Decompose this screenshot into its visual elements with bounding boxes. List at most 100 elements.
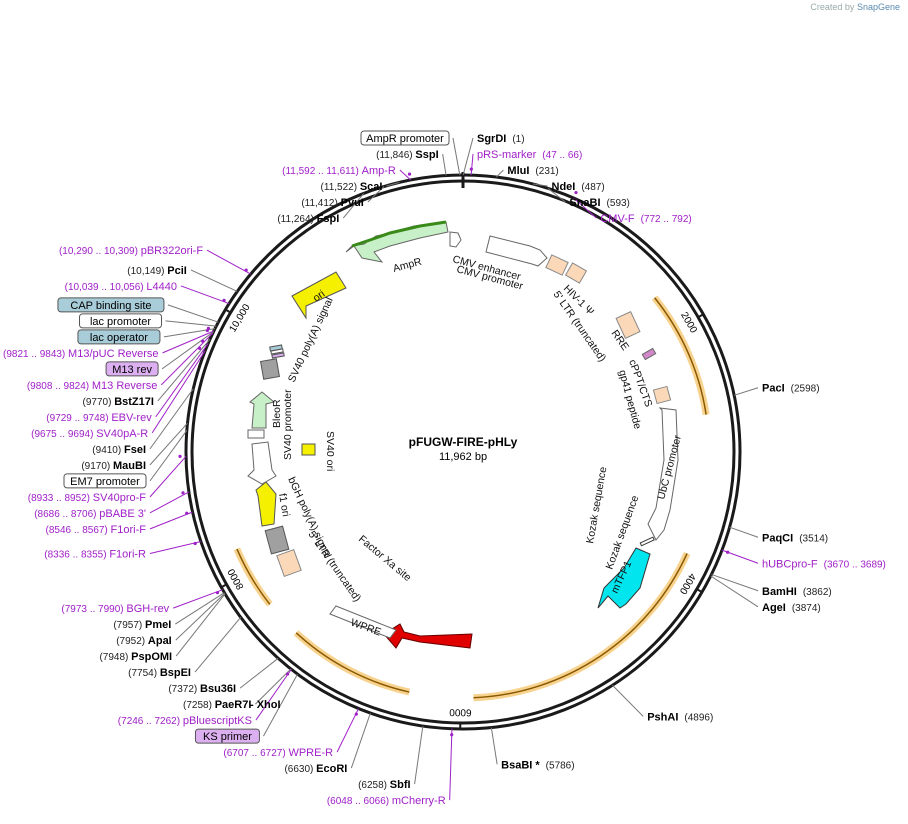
primer-mark bbox=[285, 672, 290, 676]
enzyme-position: (9410) bbox=[92, 445, 124, 456]
leader-line bbox=[399, 169, 411, 181]
outer-label: (11,522) ScaI bbox=[321, 181, 383, 193]
primer-range: (10,039 .. 10,056) bbox=[65, 282, 147, 293]
label-mcherry: mCherry bbox=[416, 643, 458, 659]
primer-label: (7973 .. 7990) BGH-rev bbox=[61, 603, 169, 615]
primer-range: (8336 .. 8355) bbox=[44, 549, 109, 560]
leader-line bbox=[367, 186, 385, 203]
primer-name: F1ori-R bbox=[109, 548, 146, 560]
primer-range: (9821 .. 9843) bbox=[3, 349, 68, 360]
outer-label: (9729 .. 9748) EBV-rev bbox=[46, 339, 205, 424]
leader-line bbox=[206, 249, 251, 275]
primer-label: (9675 .. 9694) SV40pA-R bbox=[31, 428, 148, 440]
feature-ltr5-left bbox=[276, 548, 302, 578]
primer-name: CMV-F bbox=[600, 213, 635, 225]
label-box bbox=[77, 329, 161, 345]
label-box bbox=[194, 728, 260, 744]
feature-ampr-promoter bbox=[449, 231, 462, 248]
boxed-label-text: M13 rev bbox=[112, 364, 152, 376]
enzyme-position: (7372) bbox=[168, 684, 200, 695]
outer-label: hUBCpro-F(3670 .. 3689) bbox=[726, 550, 886, 570]
primer-range: (6048 .. 6066) bbox=[327, 796, 392, 807]
enzyme-site: (10,149) PciI bbox=[127, 265, 187, 277]
orf-arrow-line bbox=[236, 548, 271, 605]
outer-label: PacI(2598) bbox=[762, 383, 820, 395]
leader-line bbox=[180, 285, 230, 305]
primer-label: CMV-F (772 .. 792) bbox=[600, 213, 691, 225]
leader-line bbox=[733, 387, 759, 396]
primer-label: (6048 .. 6066) mCherry-R bbox=[327, 795, 446, 807]
outer-label: MluI(231) bbox=[507, 165, 558, 177]
leader-line bbox=[149, 388, 194, 450]
enzyme-position: (6258) bbox=[358, 780, 390, 791]
feature-bgh bbox=[264, 525, 290, 555]
leader-line bbox=[165, 320, 217, 327]
primer-mark bbox=[205, 328, 209, 333]
primer-name: Amp-R bbox=[362, 165, 396, 177]
leader-line bbox=[151, 350, 206, 434]
primer-range: (772 .. 792) bbox=[641, 214, 692, 225]
outer-label: (9770) BstZ17I bbox=[83, 396, 154, 408]
primer-name: pBluescriptKS bbox=[183, 715, 252, 727]
leader-line bbox=[573, 197, 597, 219]
enzyme-site: (7372) Bsu36I bbox=[168, 683, 236, 695]
leader-line bbox=[612, 684, 644, 717]
enzyme-site: MluI(231) bbox=[507, 165, 558, 177]
ruler-tick bbox=[696, 312, 705, 319]
credit-prefix: Created by bbox=[810, 2, 855, 12]
enzyme-name: NdeI bbox=[552, 181, 576, 193]
boxed-label-text: CAP binding site bbox=[70, 300, 151, 312]
ruler-tick-label: 10,000 bbox=[228, 302, 253, 334]
boxed-label-text: AmpR promoter bbox=[366, 133, 444, 145]
enzyme-site: SgrDI(1) bbox=[477, 133, 525, 145]
enzyme-position: (11,522) bbox=[321, 182, 360, 193]
outer-label: (6048 .. 6066) mCherry-R bbox=[327, 733, 454, 807]
enzyme-name: BstZ17I bbox=[114, 396, 154, 408]
outer-label: (6258) SbfI bbox=[358, 779, 410, 791]
enzyme-site: (7948) PspOMI bbox=[99, 651, 172, 663]
primer-name: SV40pro-F bbox=[93, 492, 146, 504]
leader-line bbox=[194, 616, 242, 673]
enzyme-name: PshAI bbox=[647, 711, 678, 723]
feature-mtfp1 bbox=[597, 547, 651, 609]
primer-label: (9808 .. 9824) M13 Reverse bbox=[27, 380, 157, 392]
primer-name: EBV-rev bbox=[111, 412, 152, 424]
feature-kozak bbox=[639, 536, 655, 547]
boxed-label-text: lac operator bbox=[90, 332, 148, 344]
primer-mark bbox=[354, 712, 358, 716]
enzyme-site: (6258) SbfI bbox=[358, 779, 410, 791]
outer-label: (11,412) PvuI bbox=[301, 197, 364, 209]
primer-label: (11,592 .. 11,611) Amp-R bbox=[282, 165, 396, 177]
primer-label: (10,039 .. 10,056) L4440 bbox=[65, 281, 177, 293]
primer-name: SV40pA-R bbox=[96, 428, 148, 440]
label-ampr: AmpR bbox=[392, 256, 424, 275]
plasmid-name: pFUGW-FIRE-pHLy bbox=[409, 435, 518, 449]
enzyme-name: PciI bbox=[167, 265, 187, 277]
enzyme-site: NdeI(487) bbox=[552, 181, 605, 193]
enzyme-name: BsaBI * bbox=[501, 759, 540, 771]
outer-label: SnaBI(593) bbox=[569, 197, 630, 209]
primer-range: (6707 .. 6727) bbox=[223, 748, 288, 759]
feature-f1-ori bbox=[255, 481, 277, 527]
enzyme-position: (7258) bbox=[183, 700, 215, 711]
outer-label: (7754) BspEI bbox=[128, 667, 191, 679]
primer-label: (8546 .. 8567) F1ori-F bbox=[46, 524, 147, 536]
primer-mark bbox=[193, 541, 197, 546]
enzyme-position: (7957) bbox=[113, 620, 145, 631]
enzyme-name: SnaBI bbox=[569, 197, 600, 209]
feature-ampr bbox=[345, 220, 449, 263]
outer-labels: SgrDI(1) pRS-marker(47 .. 66)MluI(231) Nde… bbox=[3, 130, 886, 807]
outer-label: pRS-marker(47 .. 66) bbox=[469, 149, 582, 171]
primer-name: hUBCpro-F bbox=[762, 558, 818, 570]
enzyme-site: (11,412) PvuI bbox=[301, 197, 364, 209]
primer-name: pBR322ori-F bbox=[141, 245, 204, 257]
enzyme-site: (11,846) SspI bbox=[376, 149, 439, 161]
feature-gp41 bbox=[652, 385, 672, 405]
primer-name: pBABE 3' bbox=[99, 508, 146, 520]
primer-range: (9808 .. 9824) bbox=[27, 381, 92, 392]
feature-hiv-psi bbox=[545, 254, 569, 276]
primer-mark bbox=[178, 454, 182, 458]
primer-mark bbox=[450, 733, 454, 737]
outer-label: (7948) PspOMI bbox=[99, 651, 172, 663]
outer-label: (9808 .. 9824) M13 Reverse bbox=[27, 328, 209, 392]
